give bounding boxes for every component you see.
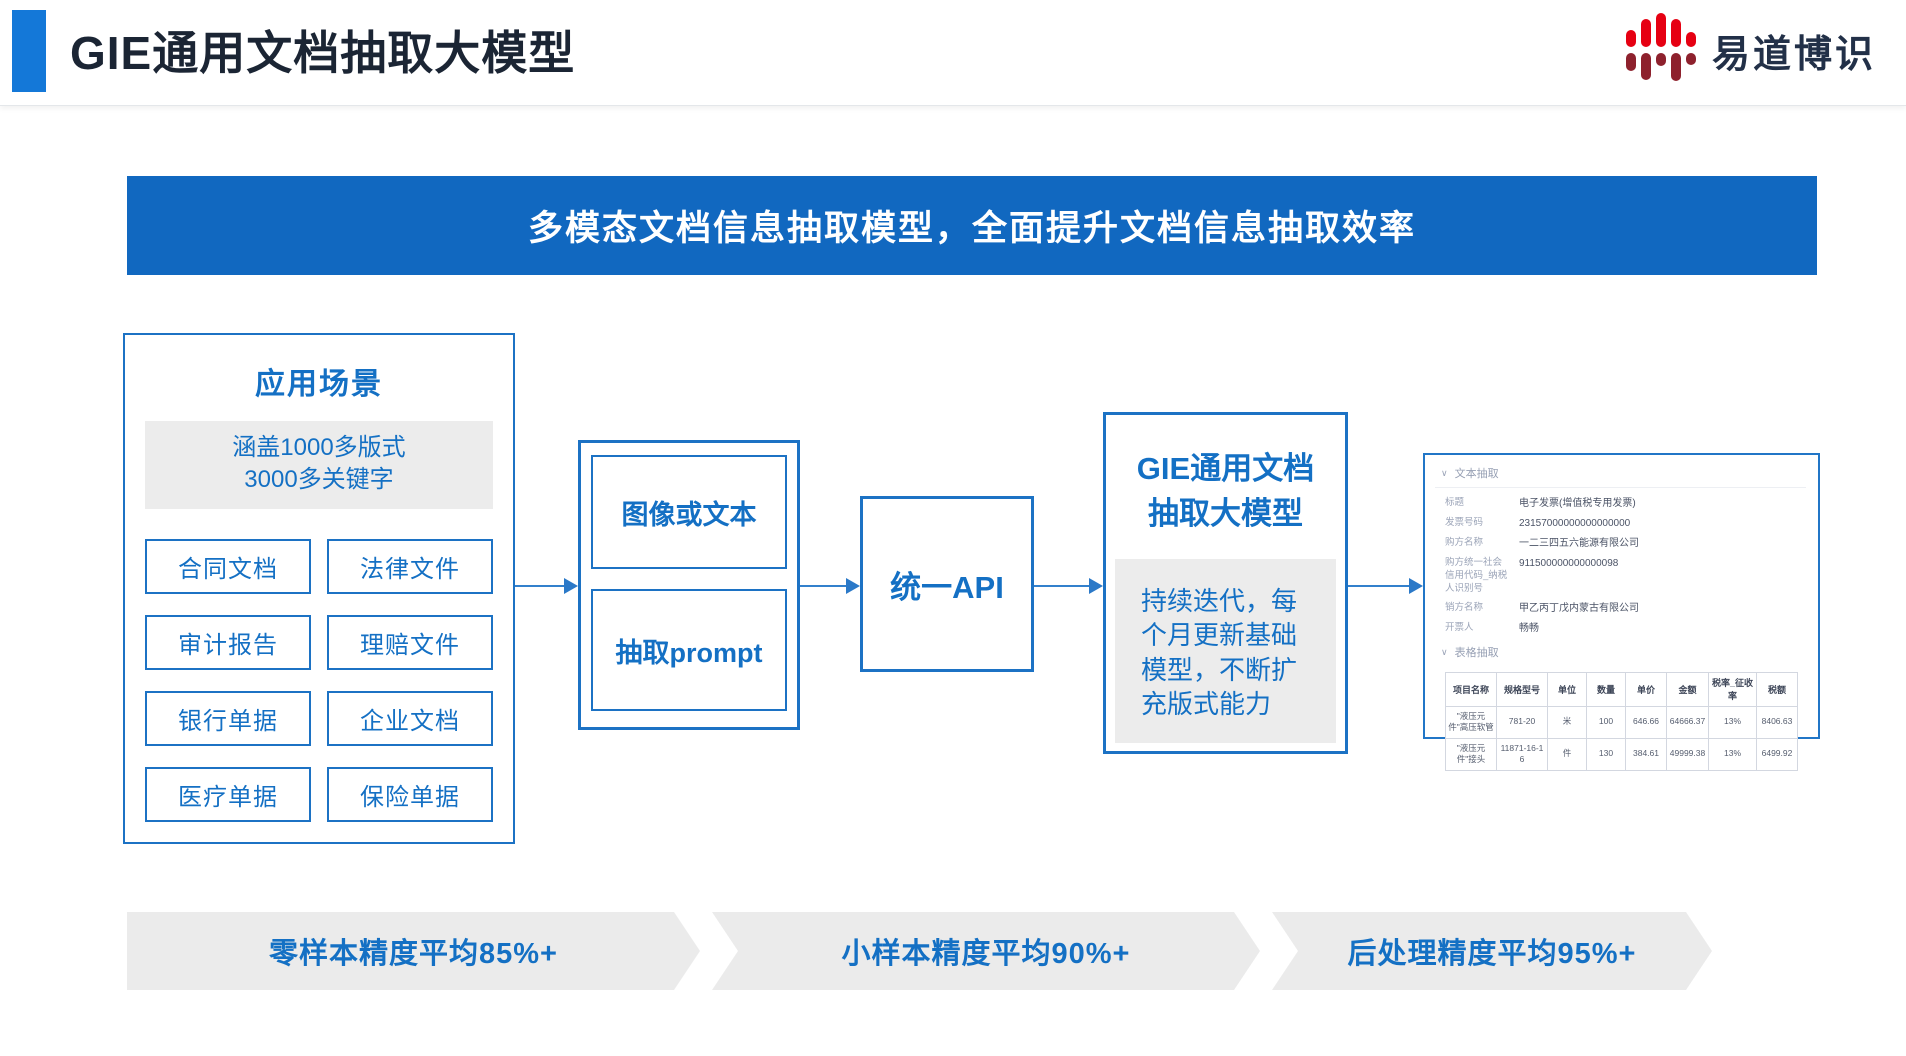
table-cell: 件 bbox=[1547, 737, 1587, 771]
table-cell: 13% bbox=[1708, 705, 1757, 739]
model-title: GIE通用文档 抽取大模型 bbox=[1106, 447, 1345, 537]
model-title-line: 抽取大模型 bbox=[1148, 495, 1303, 531]
table-extraction-section-header: ∨ 表格抽取 bbox=[1435, 642, 1806, 666]
logo-text: 易道博识 bbox=[1711, 33, 1876, 76]
field-label: 购方统一社会信用代码_纳税人识别号 bbox=[1445, 557, 1508, 594]
table-cell: 11871-16-16 bbox=[1496, 737, 1548, 771]
scenario-item: 银行单据 bbox=[145, 690, 311, 746]
header: GIE通用文档抽取大模型 易道博识 bbox=[0, 0, 1906, 106]
section-title: 表格抽取 bbox=[1454, 647, 1499, 660]
scenario-item: 合同文档 bbox=[145, 538, 311, 594]
table-header-cell: 数量 bbox=[1586, 672, 1626, 707]
field-row: 发票号码 23157000000000000000 bbox=[1435, 517, 1806, 530]
field-row: 销方名称 甲乙丙丁戊内蒙古有限公司 bbox=[1435, 602, 1806, 615]
table-cell: "液压元件"高压软管 bbox=[1445, 705, 1497, 739]
field-label: 购方名称 bbox=[1445, 537, 1484, 548]
table-header-cell: 规格型号 bbox=[1496, 672, 1548, 707]
field-value: 23157000000000000000 bbox=[1519, 518, 1631, 529]
field-label: 开票人 bbox=[1445, 622, 1474, 634]
flow-arrow-icon bbox=[1034, 577, 1103, 595]
field-value: 电子发票(增值税专用发票) bbox=[1519, 498, 1636, 509]
logo: 易道博识 bbox=[1625, 8, 1876, 92]
coverage-line: 涵盖1000多版式 bbox=[232, 434, 406, 461]
scenario-item: 理赔文件 bbox=[327, 614, 493, 670]
table-cell: 64666.37 bbox=[1666, 705, 1709, 739]
table-row: "液压元件"高压软管 781-20 米 100 646.66 64666.37 … bbox=[1445, 705, 1798, 739]
model-box: GIE通用文档 抽取大模型 持续迭代，每个月更新基础模型，不断扩充版式能力 bbox=[1103, 412, 1348, 754]
field-label: 标题 bbox=[1445, 497, 1465, 508]
field-label: 发票号码 bbox=[1445, 517, 1484, 528]
flow-arrow-icon bbox=[1348, 577, 1423, 595]
field-row: 标题 电子发票(增值税专用发票) bbox=[1435, 497, 1806, 510]
field-value: 甲乙丙丁戊内蒙古有限公司 bbox=[1519, 603, 1639, 615]
table-cell: 100 bbox=[1586, 705, 1626, 739]
scenarios-title: 应用场景 bbox=[255, 368, 383, 401]
metric-banner: 小样本精度平均90%+ bbox=[712, 912, 1260, 990]
field-row: 购方统一社会信用代码_纳税人识别号 911500000000000098 bbox=[1435, 557, 1806, 595]
table-cell: 8406.63 bbox=[1756, 705, 1798, 739]
table-header-cell: 单价 bbox=[1625, 672, 1667, 707]
chevron-down-icon: ∨ bbox=[1441, 467, 1448, 478]
table-header-cell: 税额 bbox=[1756, 672, 1798, 707]
input-image-or-text: 图像或文本 bbox=[591, 455, 787, 569]
scenario-item: 法律文件 bbox=[327, 538, 493, 594]
table-cell: 13% bbox=[1708, 737, 1757, 771]
logo-icon bbox=[1625, 8, 1696, 92]
scenario-item: 医疗单据 bbox=[145, 766, 311, 822]
table-cell: 646.66 bbox=[1625, 705, 1667, 739]
scenario-grid: 合同文档 法律文件 审计报告 理赔文件 银行单据 企业文档 医疗单据 保险单据 bbox=[145, 538, 493, 822]
table-cell: "液压元件"接头 bbox=[1445, 737, 1497, 771]
table-cell: 49999.38 bbox=[1666, 737, 1709, 771]
metric-banner: 后处理精度平均95%+ bbox=[1272, 912, 1712, 990]
table-cell: 384.61 bbox=[1625, 737, 1667, 771]
section-title: 文本抽取 bbox=[1454, 468, 1499, 480]
model-note: 持续迭代，每个月更新基础模型，不断扩充版式能力 bbox=[1115, 558, 1336, 744]
field-value: 911500000000000098 bbox=[1519, 558, 1619, 569]
model-title-line: GIE通用文档 bbox=[1136, 451, 1315, 486]
title-accent-bar bbox=[12, 10, 46, 92]
table-header-row: 项目名称 规格型号 单位 数量 单价 金额 税率_征收率 税额 bbox=[1445, 672, 1798, 707]
field-row: 购方名称 一二三四五六能源有限公司 bbox=[1435, 537, 1806, 550]
text-extraction-section-header: ∨ 文本抽取 bbox=[1435, 463, 1806, 488]
metrics-band: 零样本精度平均85%+ 小样本精度平均90%+ 后处理精度平均95%+ bbox=[127, 912, 1712, 990]
table-cell: 米 bbox=[1547, 705, 1587, 739]
table-header-cell: 税率_征收率 bbox=[1708, 672, 1757, 707]
coverage-note: 涵盖1000多版式 3000多关键字 bbox=[145, 421, 493, 509]
field-value: 畅畅 bbox=[1519, 623, 1539, 635]
table-row: "液压元件"接头 11871-16-16 件 130 384.61 49999.… bbox=[1445, 737, 1798, 771]
table-header-cell: 项目名称 bbox=[1445, 672, 1497, 707]
table-header-cell: 金额 bbox=[1666, 672, 1709, 707]
scenario-item: 保险单据 bbox=[327, 766, 493, 822]
table-cell: 781-20 bbox=[1496, 705, 1548, 739]
scenario-item: 审计报告 bbox=[145, 614, 311, 670]
table-cell: 6499.92 bbox=[1756, 737, 1798, 771]
table-cell: 130 bbox=[1586, 737, 1626, 771]
flow-arrow-icon bbox=[515, 577, 578, 595]
input-prompt: 抽取prompt bbox=[591, 589, 787, 711]
scenarios-box: 应用场景 涵盖1000多版式 3000多关键字 合同文档 法律文件 审计报告 理… bbox=[123, 333, 515, 844]
scenario-item: 企业文档 bbox=[327, 690, 493, 746]
api-box: 统一API bbox=[860, 496, 1034, 672]
coverage-line: 3000多关键字 bbox=[244, 466, 394, 494]
chevron-down-icon: ∨ bbox=[1441, 646, 1448, 657]
table-header-cell: 单位 bbox=[1547, 672, 1587, 707]
extraction-table: 项目名称 规格型号 单位 数量 单价 金额 税率_征收率 税额 "液压元件"高压… bbox=[1445, 672, 1798, 771]
extraction-result-panel: ∨ 文本抽取 标题 电子发票(增值税专用发票) 发票号码 23157000000… bbox=[1423, 453, 1820, 771]
headline-banner: 多模态文档信息抽取模型，全面提升文档信息抽取效率 bbox=[127, 176, 1817, 275]
page-title: GIE通用文档抽取大模型 bbox=[70, 27, 576, 79]
input-box: 图像或文本 抽取prompt bbox=[578, 440, 800, 730]
flow-arrow-icon bbox=[800, 577, 860, 595]
field-row: 开票人 畅畅 bbox=[1435, 622, 1806, 635]
field-value: 一二三四五六能源有限公司 bbox=[1519, 538, 1639, 549]
field-label: 销方名称 bbox=[1445, 602, 1484, 614]
metric-banner: 零样本精度平均85%+ bbox=[127, 912, 700, 990]
